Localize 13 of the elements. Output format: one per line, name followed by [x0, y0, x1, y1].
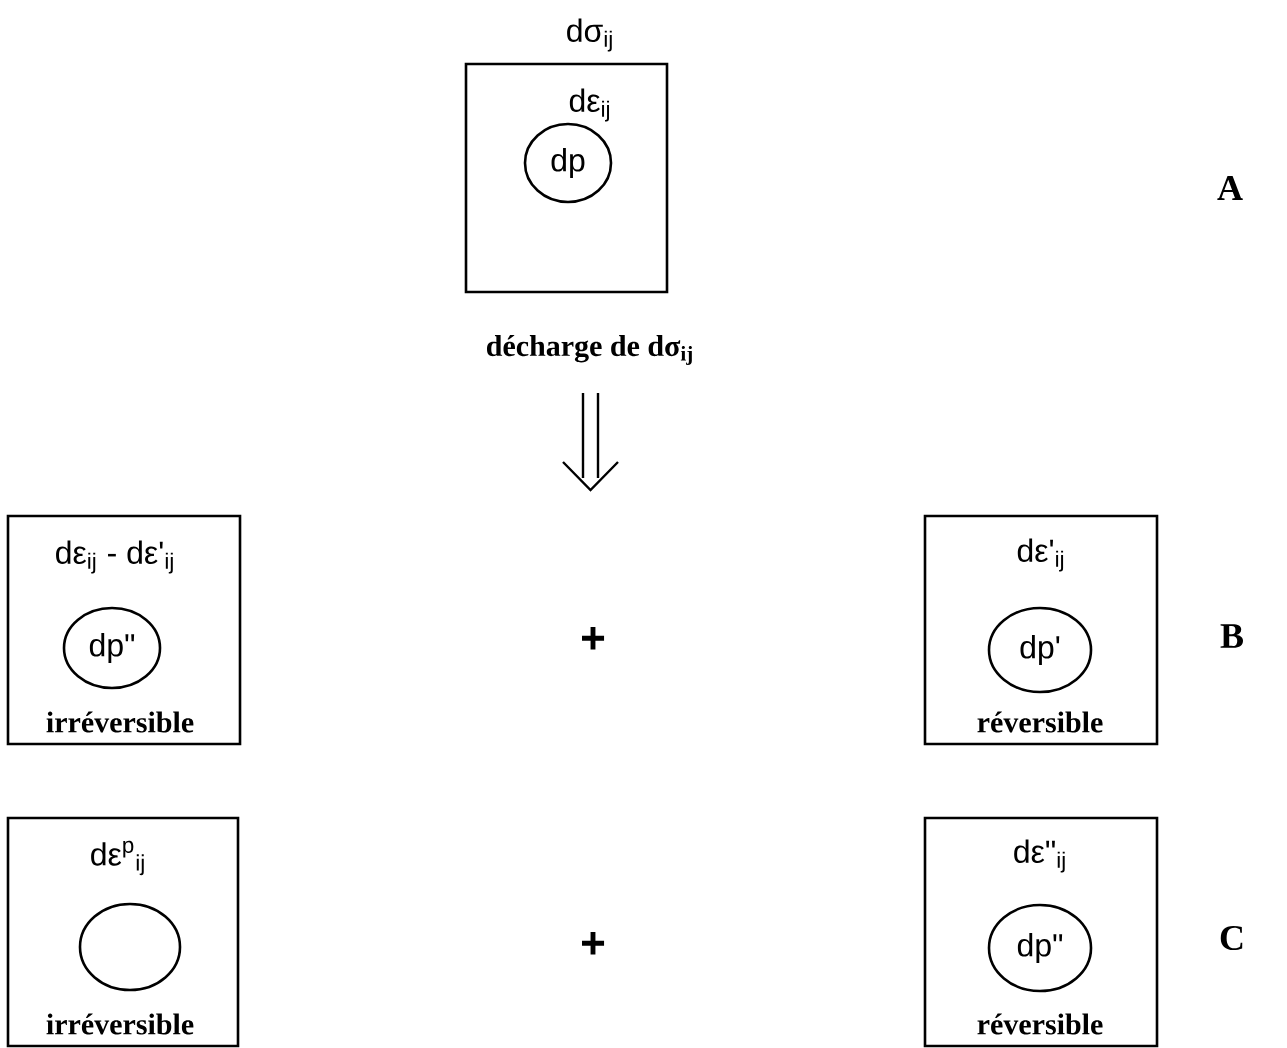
- row-letter: A: [1217, 176, 1243, 200]
- plus-sign: +: [582, 932, 605, 955]
- blob-outline: dp": [987, 903, 1093, 993]
- node-label: dσ$_{ij}$: [567, 18, 612, 52]
- plus-sign: +: [582, 627, 605, 650]
- row-letter: C: [1220, 925, 1243, 951]
- blob-outline: [78, 902, 182, 992]
- blob-outline: dp": [62, 606, 162, 690]
- diagram-box: dε$^{p}$ij irréversible: [6, 816, 240, 1048]
- row-letter: B: [1220, 624, 1243, 648]
- blob-outline: dp: [523, 122, 613, 204]
- blob-outline: dp': [987, 606, 1093, 694]
- caption-text: décharge de dσ$_{ij}$: [487, 335, 692, 365]
